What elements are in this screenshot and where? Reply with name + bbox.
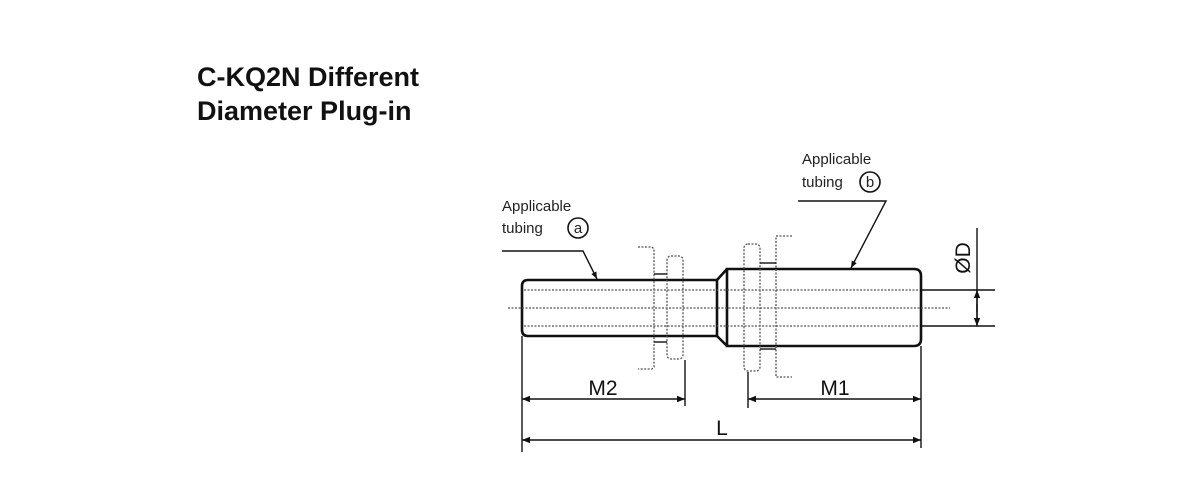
marker-a-icon: a	[567, 217, 589, 239]
hidden-bore-lines	[508, 289, 950, 327]
extension-lines	[521, 289, 995, 452]
left-fitting-phantom	[638, 246, 684, 370]
dimension-m1-label: M1	[820, 377, 849, 400]
marker-b-letter: b	[866, 174, 874, 191]
drawing-title: C-KQ2N Different Diameter Plug-in	[197, 60, 419, 128]
large-diameter-section	[725, 267, 923, 348]
dimension-diameter: ØD	[952, 228, 981, 326]
callout-tubing-b: Applicable tubing b	[798, 151, 888, 269]
callout-b-line1: Applicable	[802, 151, 871, 168]
callout-b-line2: tubing	[802, 174, 843, 191]
dimension-l-label: L	[716, 417, 728, 440]
leader-line-b	[798, 200, 888, 269]
marker-b-icon: b	[859, 171, 881, 193]
taper-section	[715, 268, 728, 347]
right-fitting-phantom	[743, 235, 792, 378]
dimension-m1: M1	[748, 377, 921, 403]
callout-a-line2: tubing	[502, 220, 543, 237]
large-body-outline	[725, 267, 923, 348]
leader-line-a	[502, 250, 598, 280]
marker-a-letter: a	[574, 220, 583, 237]
dimension-length: L	[522, 417, 921, 444]
title-line-2: Diameter Plug-in	[197, 96, 412, 126]
dimension-d-label: ØD	[952, 242, 975, 274]
title-line-1: C-KQ2N Different	[197, 62, 420, 92]
callout-tubing-a: Applicable tubing a	[502, 198, 598, 280]
callout-a-line1: Applicable	[502, 198, 571, 215]
dimension-m2-label: M2	[588, 377, 617, 400]
dimension-m2: M2	[522, 377, 685, 403]
